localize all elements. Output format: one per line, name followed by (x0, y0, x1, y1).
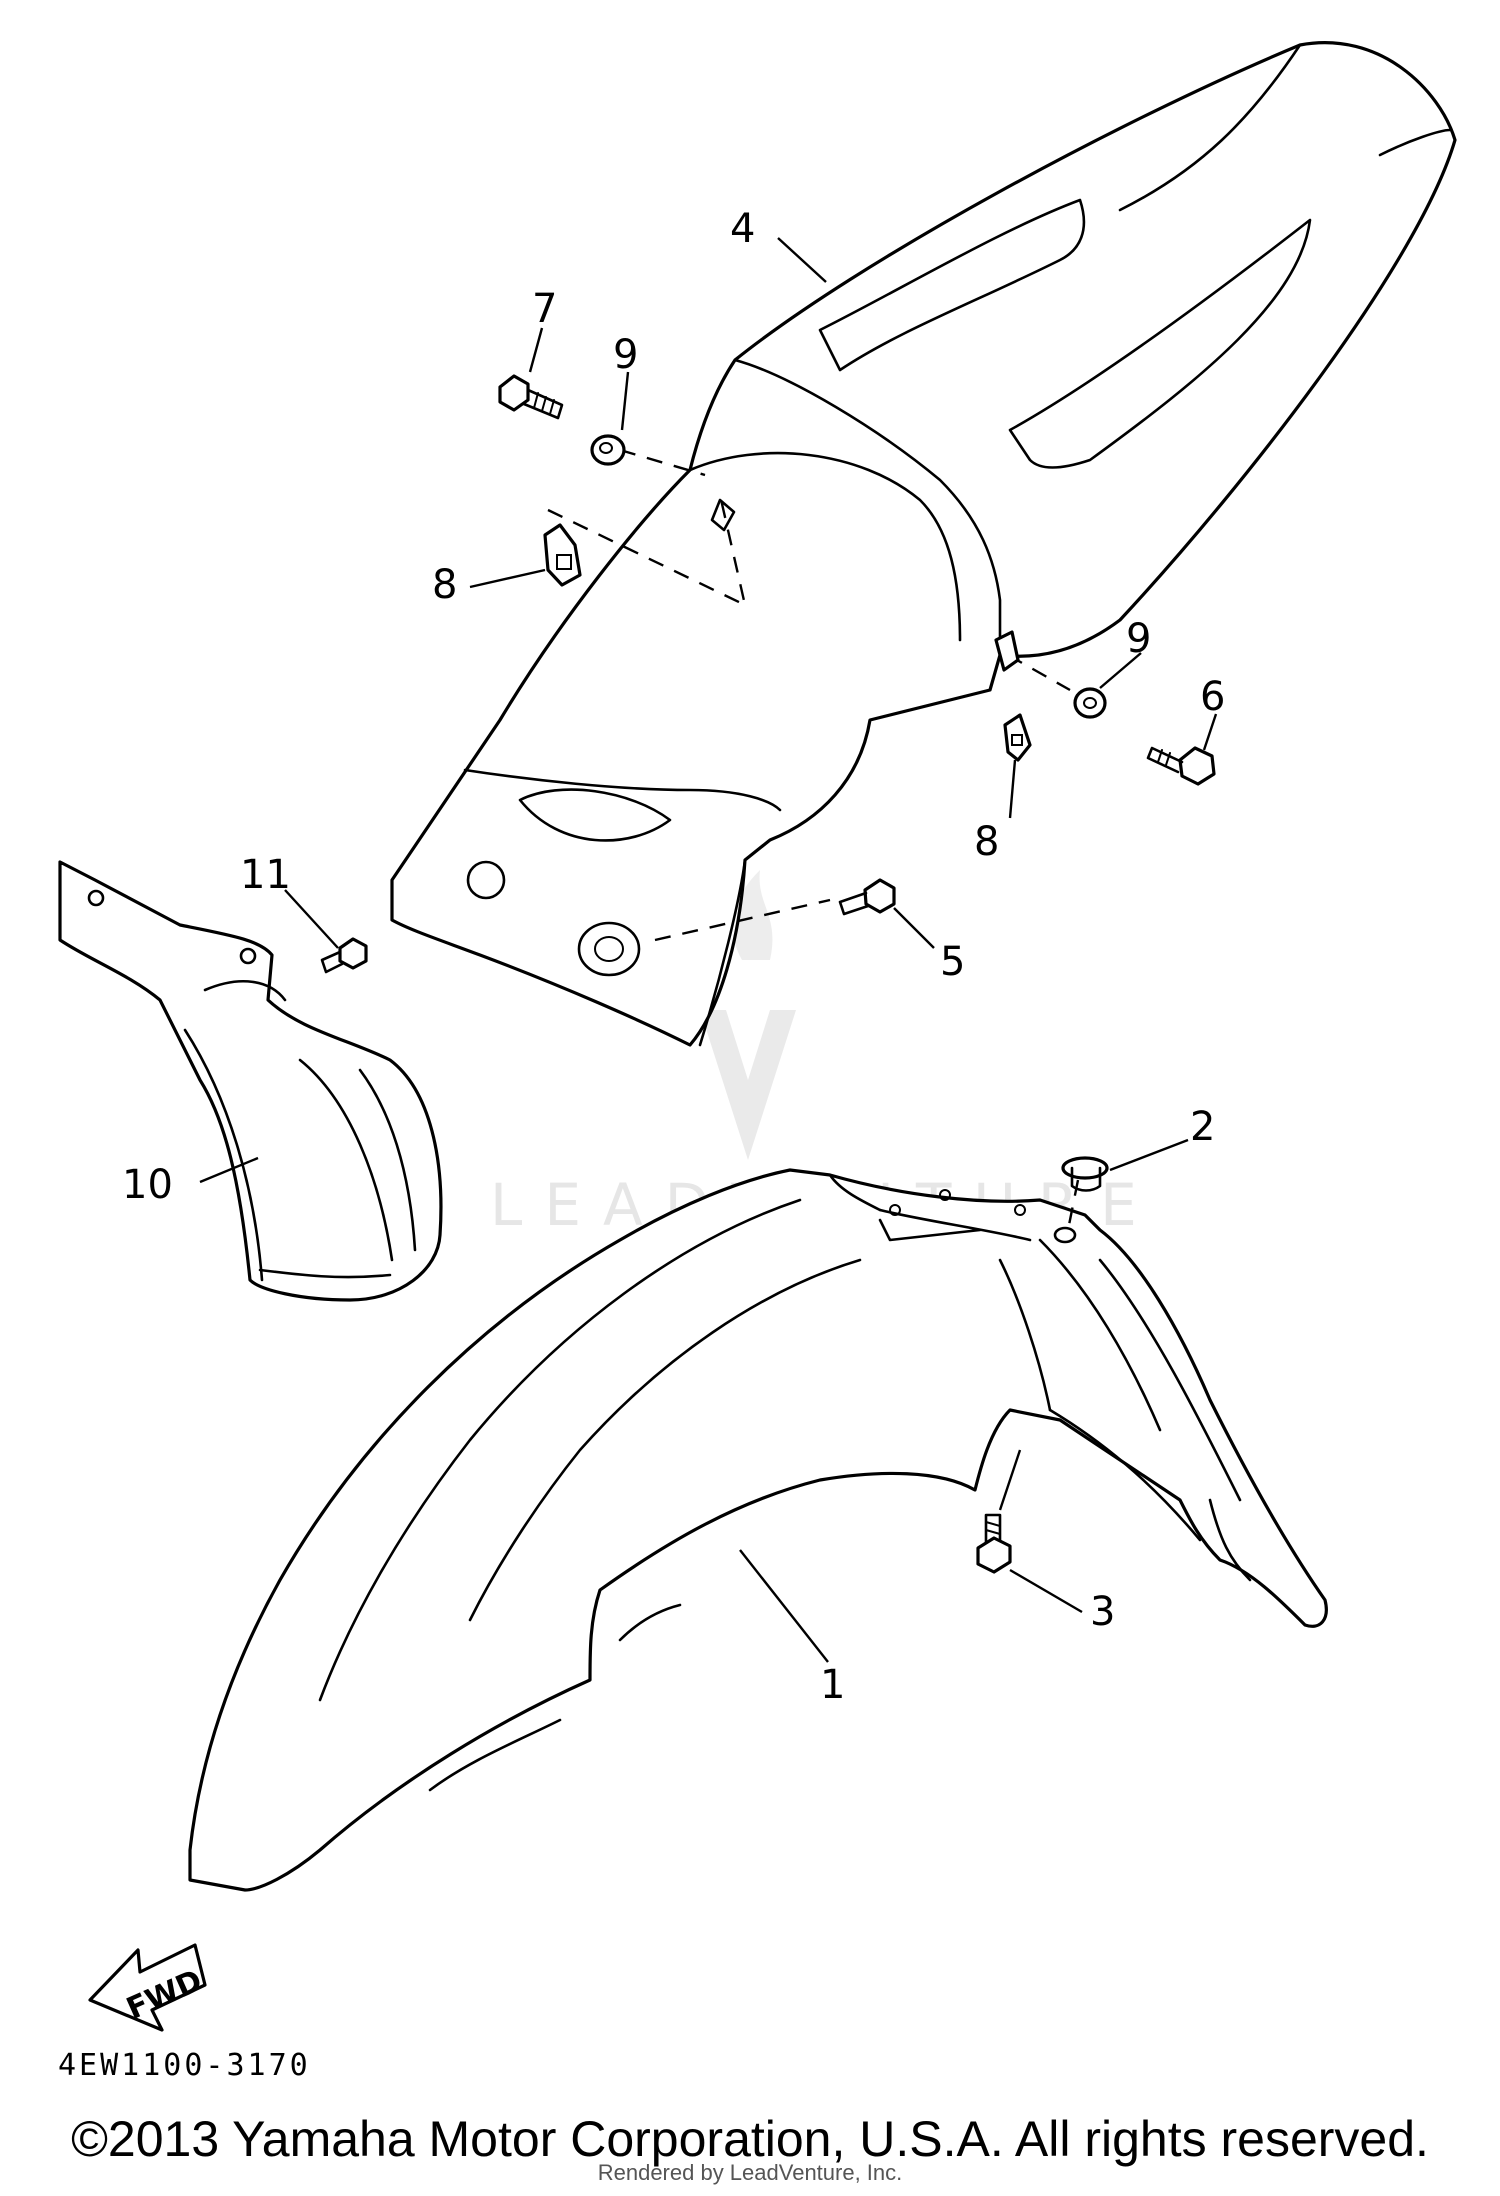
callout-labels: 1 2 3 4 5 6 7 8 8 9 9 10 11 (122, 206, 1225, 1708)
copyright-notice: ©2013 Yamaha Motor Corporation, U.S.A. A… (71, 2111, 1429, 2167)
plug-2-icon (1061, 1156, 1109, 1192)
callout-8a: 8 (432, 562, 457, 608)
mud-flap (58, 860, 443, 1302)
callout-1: 1 (820, 1662, 845, 1708)
callout-8b: 8 (974, 819, 999, 865)
bolt-3-icon (976, 1513, 1012, 1574)
callout-10: 10 (122, 1162, 173, 1208)
callout-4: 4 (730, 206, 755, 252)
callout-11: 11 (240, 852, 291, 898)
callout-2: 2 (1190, 1104, 1215, 1150)
washer-9a-icon (590, 434, 626, 466)
callout-3: 3 (1090, 1589, 1115, 1635)
callout-5: 5 (940, 939, 965, 985)
callout-9a: 9 (613, 332, 638, 378)
fwd-arrow-icon: FWD (88, 1943, 208, 2032)
rear-fender (390, 41, 1457, 1047)
clip-nut-8a-icon (543, 523, 582, 587)
washer-9b-icon (1073, 687, 1107, 719)
bolt-6-icon (1146, 746, 1216, 786)
callout-6: 6 (1200, 674, 1225, 720)
part-code: 4EW1100-3170 (58, 2048, 311, 2083)
bolt-11-icon (320, 937, 368, 974)
callout-9b: 9 (1126, 616, 1151, 662)
bolt-5-icon (838, 878, 896, 916)
bolt-7-icon (498, 374, 564, 420)
leader-lines (199, 237, 1218, 1663)
front-fender (188, 1168, 1328, 1892)
rendered-by-note: Rendered by LeadVenture, Inc. (597, 2160, 903, 2185)
callout-7: 7 (532, 286, 557, 332)
clip-nut-8b-icon (994, 630, 1032, 762)
